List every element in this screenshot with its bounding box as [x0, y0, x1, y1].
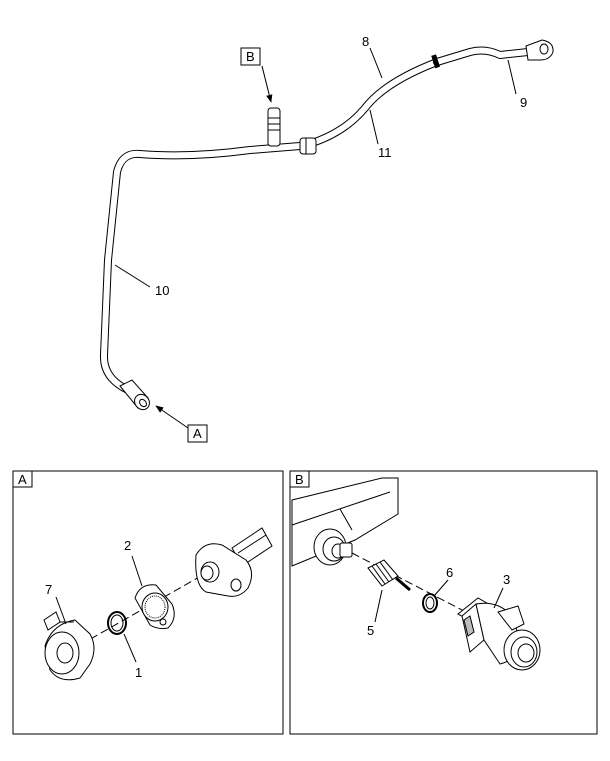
tube-assembly [99, 39, 554, 411]
end-fitting-9 [525, 39, 554, 61]
leader-2 [131, 555, 143, 587]
tube-coupler [299, 137, 317, 155]
detail-a-label: A [18, 472, 27, 487]
view-ref-b-label: B [246, 49, 255, 64]
callout-8: 8 [362, 34, 369, 49]
valve-core-5 [367, 559, 411, 592]
callout-2: 2 [124, 538, 131, 553]
pressure-switch-3 [457, 597, 541, 671]
flange-fitting-a [195, 543, 252, 597]
callout-7: 7 [45, 582, 52, 597]
detail-view-a: A [12, 470, 284, 735]
callout-11: 11 [378, 145, 392, 160]
callout-1: 1 [135, 665, 142, 680]
detail-a-tag [12, 470, 33, 488]
detail-b-label: B [295, 472, 304, 487]
fitting-7 [43, 611, 95, 681]
o-ring-6 [422, 593, 438, 613]
callout-6: 6 [446, 565, 453, 580]
o-ring-1 [107, 611, 127, 635]
callout-3: 3 [503, 572, 510, 587]
leader-11 [369, 109, 379, 145]
end-fitting-a [119, 379, 150, 411]
switch-port-b [267, 107, 281, 147]
callout-5: 5 [367, 623, 374, 638]
callout-9: 9 [520, 95, 527, 110]
gasket-2 [134, 584, 175, 630]
view-arrow-b [261, 65, 273, 103]
callout-10: 10 [155, 283, 169, 298]
view-arrow-a [155, 405, 189, 429]
view-ref-b-box [240, 47, 261, 66]
leader-5 [374, 589, 383, 623]
leader-7 [55, 596, 67, 625]
leader-9 [507, 59, 517, 95]
detail-view-b: B [289, 470, 598, 735]
tube-10 [99, 142, 304, 394]
detail-b-tag [289, 470, 310, 488]
port-boss-b [313, 528, 353, 566]
leader-3 [493, 587, 504, 609]
leader-1 [123, 633, 137, 663]
leader-8 [369, 47, 383, 79]
view-ref-a-label: A [193, 426, 202, 441]
view-ref-a-box [187, 424, 208, 443]
leader-10 [114, 264, 151, 288]
leader-6 [433, 579, 449, 597]
